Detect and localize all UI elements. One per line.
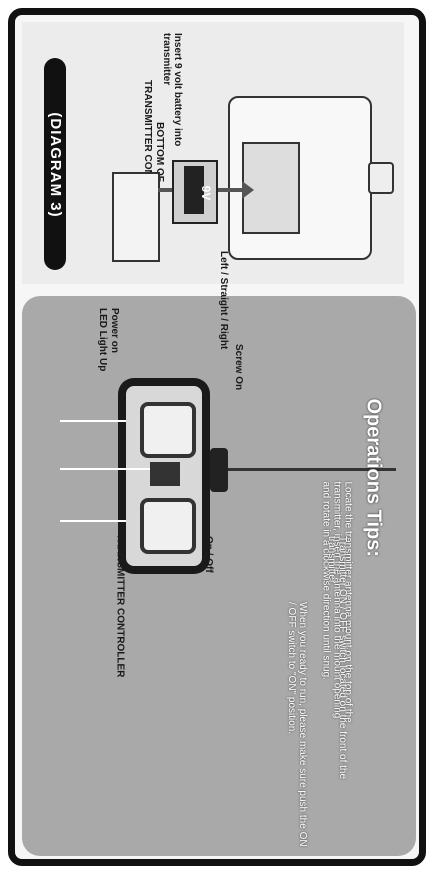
- tips-paragraph-3: When you ready to run, please make sure …: [286, 602, 308, 847]
- tips-panel: [22, 296, 416, 856]
- pointer-line-switch: [60, 468, 150, 470]
- battery-9v: 9V: [172, 160, 218, 224]
- on-off-switch: [150, 462, 180, 486]
- battery-cover: [112, 172, 160, 262]
- battery-text: 9V: [199, 185, 213, 201]
- pointer-line-led: [60, 420, 126, 422]
- insert-battery-label: Insert 9 volt battery into transmitter: [161, 33, 183, 147]
- antenna-rod: [228, 468, 396, 471]
- screw-on-label: Screw On: [233, 344, 244, 391]
- control-stick-left: [140, 402, 196, 458]
- power-led-label: Power on LED Light Up: [97, 308, 120, 372]
- antenna-base: [210, 448, 228, 492]
- diagram-title: (DIAGRAM 3): [47, 112, 64, 218]
- pointer-line-bottom: [60, 520, 126, 522]
- transmitter-caption: TRANSMITTER CONTROLLER: [114, 533, 126, 678]
- diagram-title-banner: (DIAGRAM 3): [44, 58, 66, 270]
- tips-title: Operations Tips:: [362, 398, 385, 558]
- on-off-label: On / Off: [203, 536, 214, 573]
- left-straight-right-label: Left / Straight / Right: [218, 251, 229, 350]
- tips-paragraph-2: Transmitter ON / OFF switch located on t…: [326, 536, 348, 780]
- antenna-mount: [368, 162, 394, 194]
- battery-label-stripe: 9V: [184, 166, 213, 214]
- control-stick-right: [140, 498, 196, 554]
